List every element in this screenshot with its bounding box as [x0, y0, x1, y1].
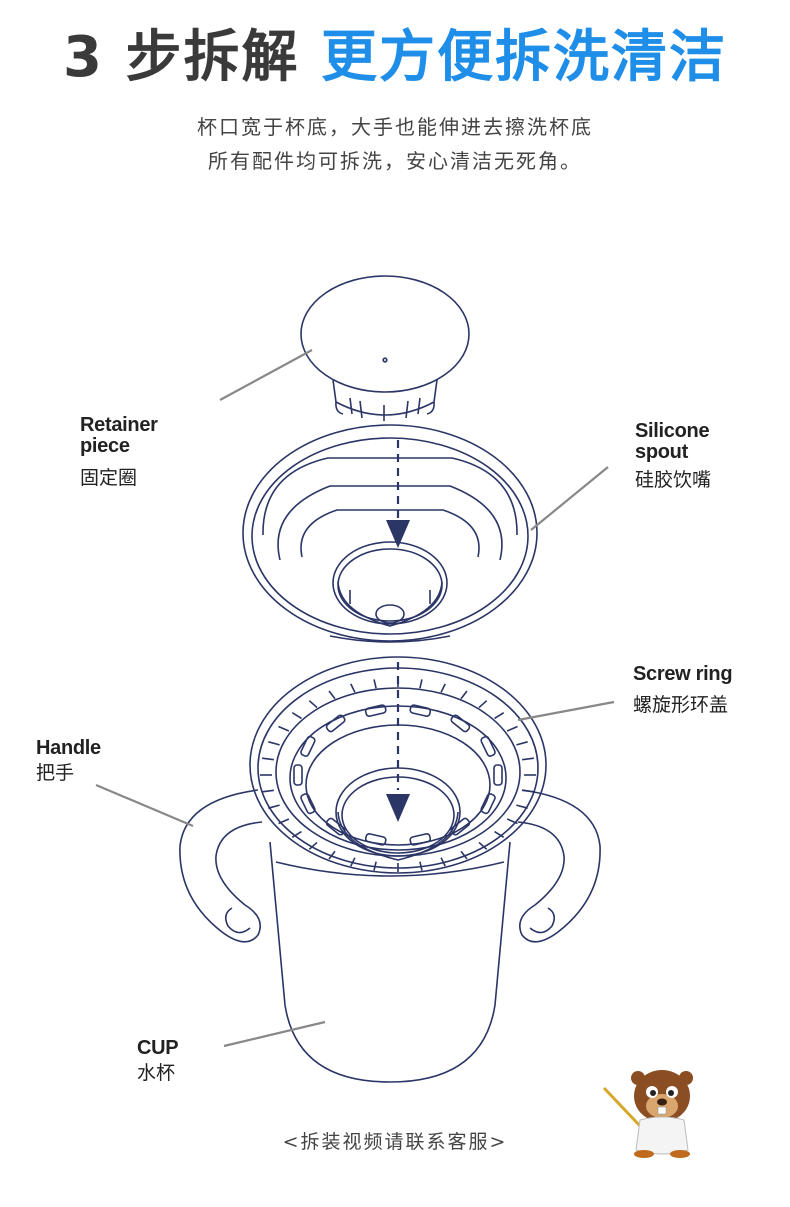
thread-slot [364, 833, 387, 846]
thread-rib [261, 757, 275, 761]
thread-slot [450, 817, 471, 836]
screw-ring-label-cn: 螺旋形环盖 [633, 694, 729, 716]
handle-label-cn: 把手 [36, 762, 75, 784]
title-part-2: 更方便拆洗清洁 [320, 25, 727, 90]
thread-rib [440, 683, 446, 693]
title-part-1: 3 步拆解 [63, 25, 300, 90]
thread-rib [460, 850, 468, 860]
thread-slot [300, 735, 316, 757]
thread-rib [506, 725, 518, 732]
screw-ring-label-en: Screw ring [633, 663, 733, 685]
thread-rib [328, 690, 336, 700]
screw-ring-threads [260, 678, 536, 872]
spout-label-cn: 硅胶饮嘴 [635, 469, 712, 491]
subtitle-line-2: 所有配件均可拆洗，安心清洁无死角。 [208, 149, 582, 173]
thread-rib [291, 711, 302, 720]
spout-label-en-1: Silicone [635, 420, 710, 442]
footer-note: <拆装视频请联系客服> [282, 1131, 508, 1153]
thread-rib [516, 804, 528, 809]
thread-rib [373, 679, 377, 689]
thread-slot [325, 714, 346, 733]
retainer-label-en-2: piece [80, 435, 130, 457]
spout-label-en-2: spout [635, 441, 688, 463]
thread-rib [261, 789, 275, 793]
thread-rib [521, 757, 535, 761]
thread-slot [480, 793, 496, 815]
thread-rib [268, 741, 280, 746]
thread-rib [440, 857, 446, 867]
thread-rib [350, 857, 356, 867]
handle-label-en: Handle [36, 737, 101, 759]
thread-rib [419, 861, 423, 871]
thread-rib [308, 841, 318, 850]
thread-rib [291, 830, 302, 839]
thread-rib [506, 818, 518, 825]
cup-label-cn: 水杯 [137, 1062, 176, 1084]
thread-slot [409, 704, 432, 717]
silicone-spout-drawing [242, 424, 538, 643]
thread-rib [494, 711, 505, 720]
thread-rib [521, 789, 535, 793]
page-title: 3 步拆解 更方便拆洗清洁 [0, 22, 790, 94]
thread-rib [328, 850, 336, 860]
cup-label-en: CUP [137, 1037, 179, 1059]
cup-assembly-drawing [179, 656, 601, 1083]
thread-slot [409, 833, 432, 846]
thread-rib [478, 700, 488, 709]
thread-rib [308, 700, 318, 709]
beaver-mascot-icon [602, 1070, 693, 1158]
thread-slot [493, 764, 503, 786]
thread-rib [516, 741, 528, 746]
thread-rib [268, 804, 280, 809]
thread-rib [494, 830, 505, 839]
retainer-label-en-1: Retainer [80, 414, 158, 436]
leader-lines [95, 349, 615, 1048]
retainer-piece-drawing [300, 275, 470, 421]
thread-rib [460, 690, 468, 700]
thread-slot [450, 714, 471, 733]
thread-slot [300, 793, 316, 815]
subtitle-line-1: 杯口宽于杯底，大手也能伸进去擦洗杯底 [197, 115, 593, 139]
thread-rib [419, 679, 423, 689]
thread-slot [364, 704, 387, 717]
thread-rib [278, 725, 290, 732]
thread-rib [350, 683, 356, 693]
retainer-label-cn: 固定圈 [80, 467, 138, 489]
thread-rib [373, 861, 377, 871]
thread-rib [278, 818, 290, 825]
thread-slot [480, 735, 496, 757]
thread-slot [325, 817, 346, 836]
thread-rib [478, 841, 488, 850]
thread-slot [293, 764, 303, 786]
